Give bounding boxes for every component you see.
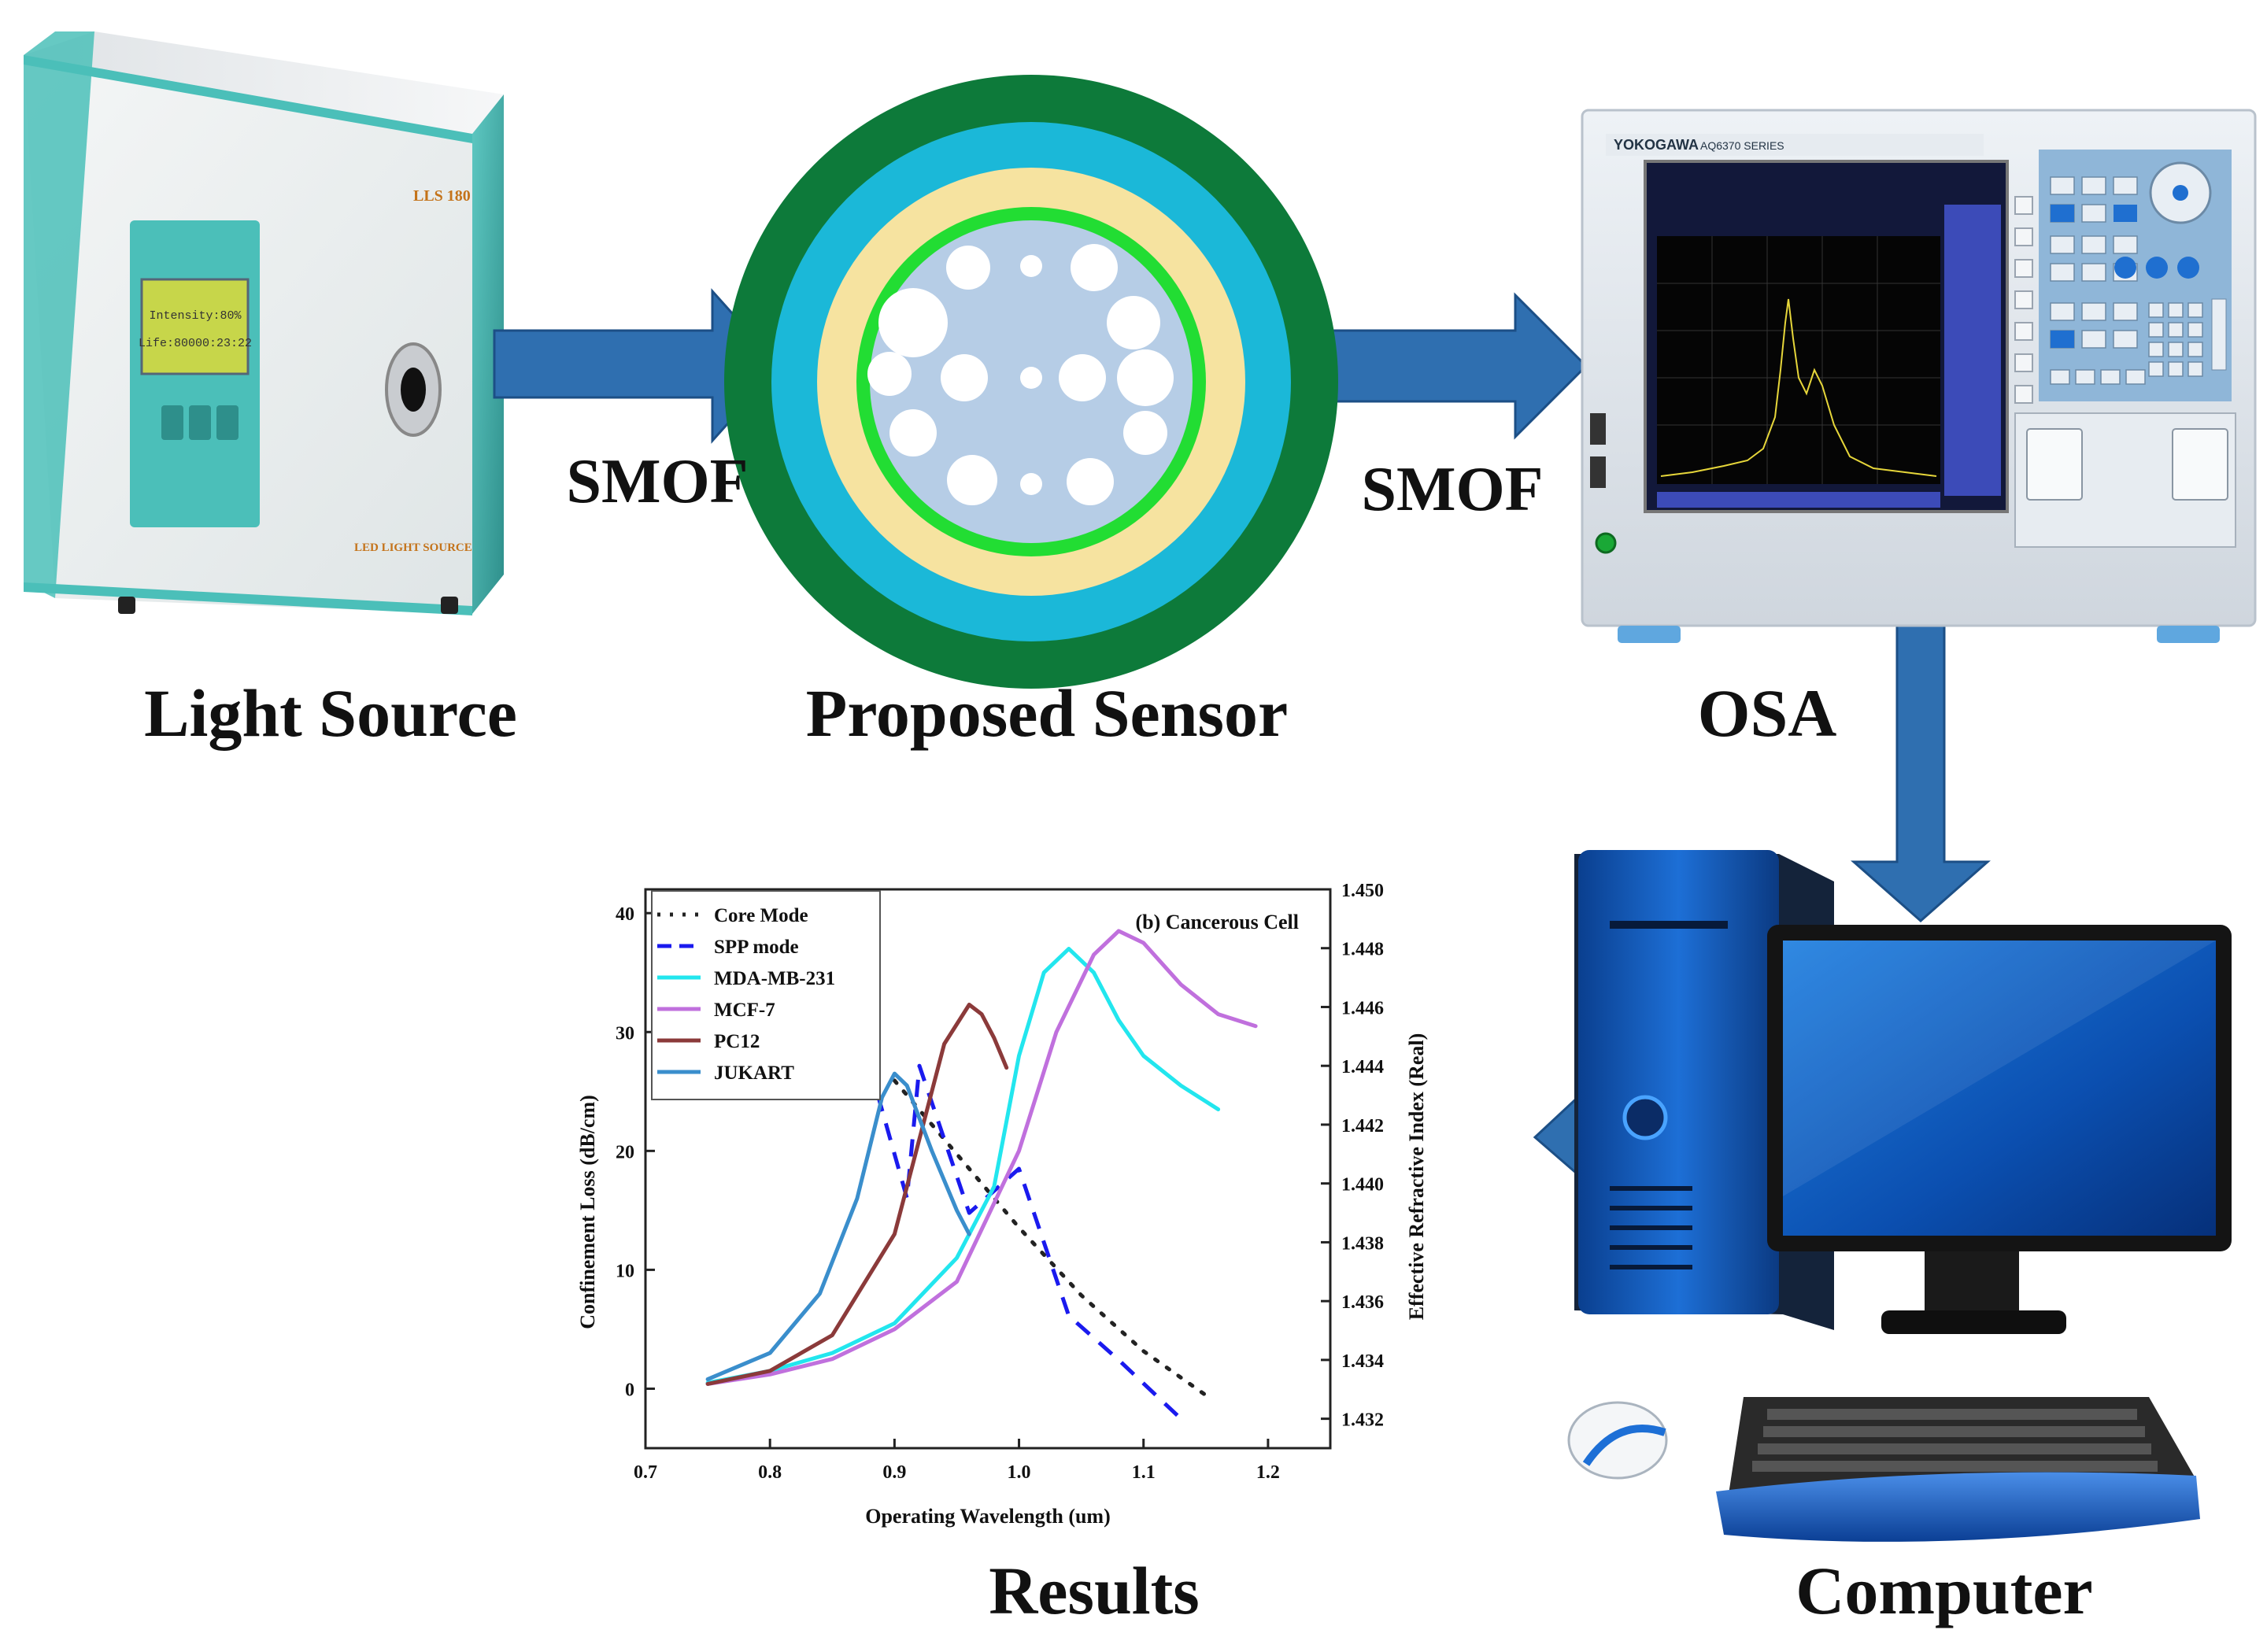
tower-power-button xyxy=(1625,1097,1666,1138)
arrow-osa-to-computer xyxy=(1854,614,1988,921)
x-tick-label: 1.0 xyxy=(1008,1462,1031,1483)
x-tick-label: 1.1 xyxy=(1132,1462,1156,1483)
y2-tick-label: 1.436 xyxy=(1341,1292,1384,1313)
x-tick-label: 1.2 xyxy=(1256,1462,1280,1483)
x-tick-label: 0.8 xyxy=(758,1462,782,1483)
y2-tick-label: 1.446 xyxy=(1341,998,1384,1018)
legend-label: SPP mode xyxy=(714,937,799,958)
y2-tick-label: 1.438 xyxy=(1341,1233,1384,1254)
y-tick-label: 10 xyxy=(616,1261,634,1281)
fiber-label-2: SMOF xyxy=(1361,455,1543,524)
computer-label: Computer xyxy=(1795,1553,2092,1628)
y-tick-label: 20 xyxy=(616,1142,634,1162)
x-axis-label: Operating Wavelength (um) xyxy=(865,1505,1111,1528)
results-label: Results xyxy=(989,1553,1200,1628)
osa-label: OSA xyxy=(1698,675,1837,751)
legend-label: Core Mode xyxy=(714,905,808,926)
lcd-display xyxy=(142,279,248,374)
x-tick-label: 0.7 xyxy=(634,1462,657,1483)
y2-tick-label: 1.440 xyxy=(1341,1175,1384,1196)
y2-tick-label: 1.434 xyxy=(1341,1351,1384,1372)
osa-softkeys xyxy=(1944,205,2001,496)
lcd-line-2: Life:80000:23:22 xyxy=(139,337,252,350)
legend-label: MCF-7 xyxy=(714,1000,775,1021)
series-line-spp-mode xyxy=(870,1066,1182,1418)
osa-brand: YOKOGAWA xyxy=(1614,137,1699,153)
sensor-label: Proposed Sensor xyxy=(806,675,1288,751)
device-model-label: LLS 180 xyxy=(413,187,471,205)
y-axis-label: Confinement Loss (dB/cm) xyxy=(576,1095,599,1329)
osa-power-led xyxy=(1596,534,1615,553)
legend-label: JUKART xyxy=(714,1063,794,1084)
y-tick-label: 0 xyxy=(625,1380,634,1400)
legend-label: PC12 xyxy=(714,1031,760,1052)
light-source-device: Intensity:80% Life:80000:23:22 LLS 180 L… xyxy=(24,31,504,615)
panel-button-3 xyxy=(216,405,239,440)
y2-tick-label: 1.450 xyxy=(1341,881,1384,901)
results-chart: 0.7 0.8 0.9 1.0 1.1 1.2 0 10 20 30 40 1.432 1.434 1.4… xyxy=(576,881,1428,1528)
chart-title: (b) Cancerous Cell xyxy=(1135,911,1299,933)
osa-plot-area xyxy=(1657,236,1940,484)
computer-tower xyxy=(1578,850,1779,1314)
y2-tick-label: 1.444 xyxy=(1341,1057,1384,1077)
y2-tick-label: 1.448 xyxy=(1341,940,1384,960)
y2-tick-label: 1.432 xyxy=(1341,1410,1384,1431)
fiber-sensor-cross-section xyxy=(724,75,1338,689)
monitor-stand xyxy=(1881,1310,2066,1334)
legend-label: MDA-MB-231 xyxy=(714,968,835,989)
mouse xyxy=(1569,1403,1666,1478)
y-tick-label: 30 xyxy=(616,1023,634,1044)
device-subtitle: LED LIGHT SOURCE xyxy=(354,541,472,554)
y2-tick-label: 1.442 xyxy=(1341,1116,1384,1136)
panel-button-1 xyxy=(161,405,183,440)
series-line-jukart xyxy=(708,1074,969,1379)
computer-illustration xyxy=(1569,850,2232,1542)
osa-model: AQ6370 SERIES xyxy=(1700,139,1784,152)
panel-button-2 xyxy=(189,405,211,440)
lcd-line-1: Intensity:80% xyxy=(149,309,242,323)
osa-device: YOKOGAWA AQ6370 SERIES xyxy=(1582,110,2255,643)
y2-axis-label: Effective Refractive Index (Real) xyxy=(1405,1033,1428,1321)
y-tick-label: 40 xyxy=(616,904,634,925)
osa-input-bay-2 xyxy=(2173,429,2228,500)
output-port-hole xyxy=(401,368,426,412)
fiber-label-1: SMOF xyxy=(566,447,748,516)
x-tick-label: 0.9 xyxy=(882,1462,906,1483)
osa-input-bay-1 xyxy=(2027,429,2082,500)
light-source-label: Light Source xyxy=(144,675,517,751)
